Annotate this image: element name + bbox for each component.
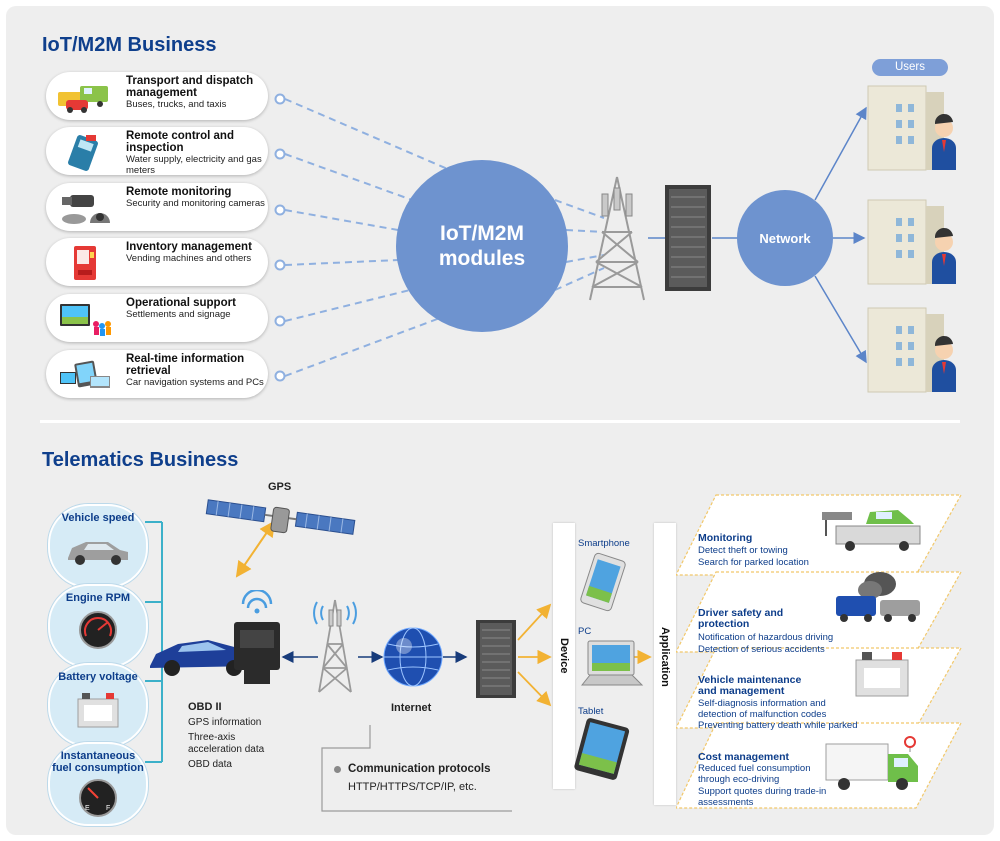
- item-title: Transport and dispatch management: [126, 75, 254, 99]
- item-subtitle: Car navigation systems and PCs: [126, 377, 264, 388]
- camera-icon: [62, 195, 110, 224]
- signage-icon: [60, 304, 111, 336]
- meter-icon: [68, 135, 98, 171]
- app-title: Monitoring: [698, 532, 753, 544]
- laptop-icon: [580, 640, 644, 686]
- item-subtitle: Settlements and signage: [126, 309, 231, 320]
- item-title: Operational support: [126, 297, 236, 309]
- obd-device-icon: [234, 590, 280, 684]
- fuel-gauge-icon: E F: [79, 779, 117, 817]
- network-circle: Network: [737, 190, 833, 286]
- user-building-icon: [867, 85, 956, 171]
- vehicles-icon: [58, 86, 108, 113]
- device-column: [553, 523, 575, 789]
- vehicle-data-label: Vehicle speed: [61, 512, 135, 524]
- truck-icon: [825, 736, 918, 790]
- obd-item: GPS information: [188, 717, 262, 728]
- item-title: Real-time information retrieval: [126, 353, 245, 377]
- app-desc: Support quotes during trade-in assessmen…: [698, 786, 827, 808]
- battery-icon: [77, 693, 119, 728]
- sports-car-icon: [150, 640, 256, 676]
- app-title: Driver safety and protection: [698, 607, 784, 630]
- vehicle-data-label: Battery voltage: [58, 671, 138, 683]
- server-icon: [476, 620, 516, 698]
- item-subtitle: Security and monitoring cameras: [126, 198, 265, 209]
- accident-icon: [836, 572, 920, 622]
- protocols-list: HTTP/HTTPS/TCP/IP, etc.: [348, 781, 477, 793]
- svg-text:E: E: [85, 805, 90, 812]
- app-desc: Notification of hazardous driving: [698, 632, 834, 643]
- app-title: Cost management: [698, 751, 790, 763]
- svg-text:F: F: [106, 805, 110, 812]
- vehicle-data-label: Instantaneous fuel consumption: [52, 750, 144, 774]
- vending-machine-icon: [74, 246, 96, 280]
- engine-rpm-box: Engine RPM: [48, 584, 148, 668]
- vehicle-data-label: Engine RPM: [65, 592, 131, 604]
- item-title: Inventory management: [126, 241, 252, 253]
- devices-icon: [60, 360, 110, 388]
- device-name: PC: [578, 626, 592, 637]
- application-column: [654, 523, 676, 805]
- tachometer-icon: [79, 611, 117, 649]
- user-building-icon: [867, 307, 956, 393]
- app-desc: Detection of serious accidents: [698, 644, 825, 655]
- app-desc: Reduced fuel consumption through eco-dri…: [698, 763, 811, 785]
- smartphone-icon: [580, 552, 626, 612]
- iot-section-title: IoT/M2M Business: [42, 34, 217, 56]
- internet-label: Internet: [391, 702, 432, 714]
- app-desc: Search for parked location: [698, 557, 809, 568]
- gps-label: GPS: [268, 481, 292, 493]
- satellite-icon: [205, 499, 356, 535]
- battery-icon: [855, 652, 909, 697]
- tow-truck-icon: [822, 510, 921, 551]
- item-title: Remote monitoring: [126, 186, 232, 198]
- fuel-consumption-box: Instantaneous fuel consumption E F: [48, 742, 148, 826]
- globe-icon: [383, 627, 443, 687]
- bullet-icon: [334, 766, 341, 773]
- item-subtitle: Water supply, electricity and gas meters: [126, 154, 262, 176]
- obd-item: Three-axis acceleration data: [188, 732, 265, 755]
- app-desc: Detect theft or towing: [698, 545, 788, 556]
- device-name: Smartphone: [578, 538, 630, 549]
- protocols-title: Communication protocols: [348, 763, 491, 775]
- device-label: Device: [558, 638, 570, 674]
- app-desc: Self-diagnosis information and detection…: [698, 698, 827, 720]
- item-title: Remote control and inspection: [126, 130, 234, 154]
- section-divider: [40, 420, 960, 423]
- app-desc: Preventing battery death while parked: [698, 720, 858, 731]
- tablet-icon: [574, 718, 630, 780]
- device-name: Tablet: [578, 706, 604, 717]
- item-subtitle: Buses, trucks, and taxis: [126, 99, 227, 110]
- vehicle-speed-box: Vehicle speed: [48, 504, 148, 588]
- application-label: Application: [659, 627, 671, 687]
- obd-item: OBD data: [188, 759, 232, 770]
- user-building-icon: [867, 199, 956, 285]
- app-title: Vehicle maintenance and management: [698, 674, 802, 697]
- obd-title: OBD II: [188, 701, 222, 713]
- server-icon: [665, 185, 711, 291]
- telematics-section-title: Telematics Business: [42, 449, 239, 471]
- cell-tower-icon: [589, 176, 645, 301]
- car-icon: [68, 542, 128, 565]
- cell-tower-icon: [313, 599, 357, 693]
- protocols-box: Communication protocols HTTP/HTTPS/TCP/I…: [322, 755, 512, 811]
- battery-voltage-box: Battery voltage: [48, 663, 148, 747]
- users-label: Users: [872, 59, 948, 76]
- item-subtitle: Vending machines and others: [126, 253, 252, 264]
- iot-modules-circle: IoT/M2M modules: [396, 160, 568, 332]
